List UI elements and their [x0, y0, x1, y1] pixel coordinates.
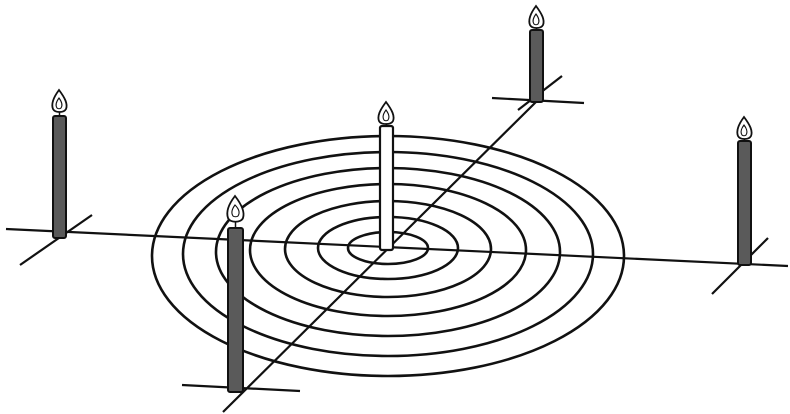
- candle-body: [530, 30, 543, 102]
- candle-body: [228, 228, 243, 392]
- candle-body: [380, 126, 393, 250]
- horizontal-axis-line: [6, 229, 788, 266]
- flame-icon: [227, 196, 243, 222]
- candle-front-left: [227, 196, 243, 392]
- axes: [6, 98, 788, 412]
- candle-back-right: [529, 6, 543, 102]
- candle-center: [378, 102, 393, 250]
- candle-body: [53, 116, 66, 238]
- candle-right: [737, 117, 751, 265]
- candle-left: [52, 90, 66, 238]
- candle-body: [738, 141, 751, 265]
